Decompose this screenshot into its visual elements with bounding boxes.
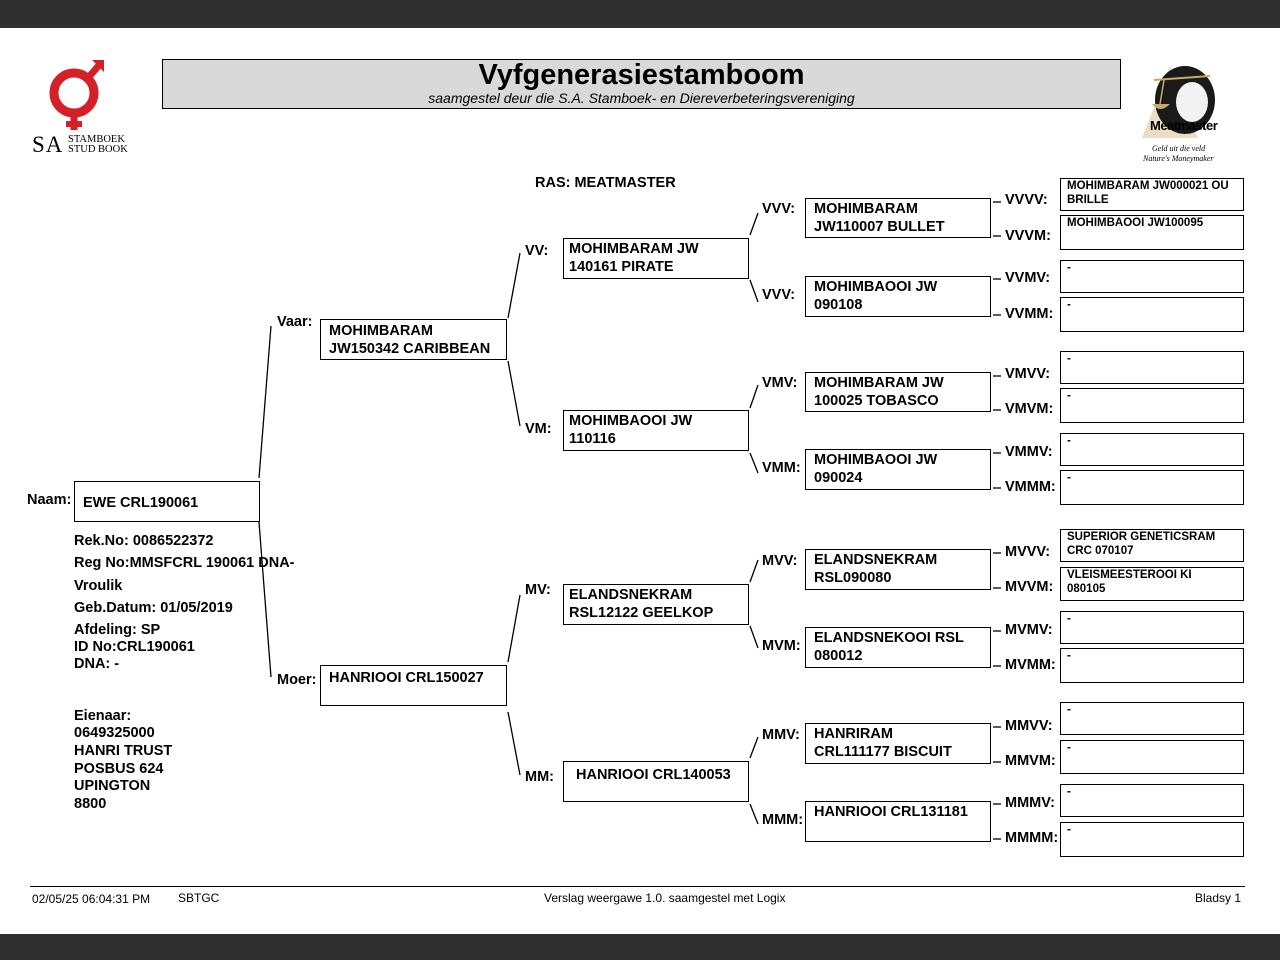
gen4-box: - xyxy=(1060,433,1244,466)
gen3-label: MVM: xyxy=(762,638,801,654)
owner-line: HANRI TRUST xyxy=(74,743,173,759)
gen3-label: VMM: xyxy=(762,460,801,476)
gen4-label: VMMM: xyxy=(1005,479,1056,495)
gen4-label: VVVM: xyxy=(1005,228,1051,244)
gen4-box: - xyxy=(1060,702,1244,735)
dam-box: HANRIOOI CRL150027 xyxy=(320,665,507,706)
animal-afdeling: Afdeling: SP xyxy=(74,622,161,638)
gen4-label: MMVM: xyxy=(1005,753,1056,769)
gen2-label: VM: xyxy=(525,421,552,437)
bottom-viewer-bar xyxy=(0,934,1280,960)
gen4-label: VVMM: xyxy=(1005,306,1054,322)
gen4-box: MOHIMBAOOI JW100095 xyxy=(1060,215,1244,250)
report-subtitle: saamgestel deur die S.A. Stamboek- en Di… xyxy=(428,90,855,106)
gen4-box: - xyxy=(1060,351,1244,384)
meatmaster-emblem-icon xyxy=(1142,66,1215,138)
footer-report-version: Verslag weergawe 1.0. saamgestel met Log… xyxy=(544,891,786,905)
footer-rule xyxy=(30,886,1245,887)
gen4-label: VMVV: xyxy=(1005,366,1051,382)
owner-label: Eienaar: xyxy=(74,708,132,724)
naam-label: Naam: xyxy=(27,492,72,508)
gen3-label: VMV: xyxy=(762,375,798,391)
gen4-label: MVVM: xyxy=(1005,579,1054,595)
animal-birth-date: Geb.Datum: 01/05/2019 xyxy=(74,600,233,616)
gen3-label: MVV: xyxy=(762,553,798,569)
gen4-label: VMMV: xyxy=(1005,444,1053,460)
gen4-box: - xyxy=(1060,611,1244,644)
gen4-box: - xyxy=(1060,260,1244,293)
owner-line: 8800 xyxy=(74,796,107,812)
gen3-label: MMM: xyxy=(762,812,804,828)
owner-line: 0649325000 xyxy=(74,725,155,741)
report-title: Vyfgenerasiestamboom xyxy=(478,59,805,91)
gen4-box: - xyxy=(1060,470,1244,505)
gen2-label: MM: xyxy=(525,769,554,785)
gen4-box: - xyxy=(1060,740,1244,774)
animal-name: EWE CRL190061 xyxy=(83,495,199,511)
vaar-label: Vaar: xyxy=(277,314,313,330)
gen4-label: MMMM: xyxy=(1005,830,1059,846)
animal-name-box: EWE CRL190061 xyxy=(74,481,260,522)
footer-code: SBTGC xyxy=(178,891,220,905)
gen4-box: - xyxy=(1060,388,1244,423)
gen3-label: VVV: xyxy=(762,201,796,217)
gen4-box: - xyxy=(1060,784,1244,817)
owner-line: POSBUS 624 xyxy=(74,761,164,777)
report-title-box: Vyfgenerasiestamboom saamgestel deur die… xyxy=(162,59,1121,109)
top-viewer-bar xyxy=(0,0,1280,28)
gen4-box: - xyxy=(1060,822,1244,857)
meatmaster-logo: Meatmaster Geld uit die veld Nature's Mo… xyxy=(1140,60,1220,168)
gen4-box: - xyxy=(1060,648,1244,683)
owner-line: UPINGTON xyxy=(74,778,151,794)
animal-dna: DNA: - xyxy=(74,656,120,672)
gen4-label: VVVV: xyxy=(1005,192,1048,208)
gen4-label: MVMV: xyxy=(1005,622,1053,638)
meatmaster-tagline-2: Nature's Moneymaker xyxy=(1143,154,1214,163)
sa-stamboek-logo xyxy=(30,58,140,158)
gen4-label: MMVV: xyxy=(1005,718,1053,734)
moer-label: Moer: xyxy=(277,672,317,688)
gen4-label: MVVV: xyxy=(1005,544,1051,560)
sa-logo-words: STAMBOEK STUD BOOK xyxy=(68,134,128,155)
meatmaster-tagline-1: Geld uit die veld xyxy=(1152,144,1206,153)
gen2-label: MV: xyxy=(525,582,551,598)
meatmaster-wordmark: Meatmaster xyxy=(1150,118,1218,133)
sa-logo-letters: SA xyxy=(32,132,64,157)
animal-rek-no: Rek.No: 0086522372 xyxy=(74,533,214,549)
animal-sex: Vroulik xyxy=(74,578,123,594)
gen3-label: MMV: xyxy=(762,727,800,743)
gen4-label: MMMV: xyxy=(1005,795,1055,811)
footer-datetime: 02/05/25 06:04:31 PM xyxy=(32,892,151,906)
gen2-box: HANRIOOI CRL140053 xyxy=(563,761,749,802)
gen4-label: MVMM: xyxy=(1005,657,1056,673)
gen3-box: HANRIOOI CRL131181 xyxy=(805,801,991,842)
animal-id-no: ID No:CRL190061 xyxy=(74,639,195,655)
gen4-label: VMVM: xyxy=(1005,401,1054,417)
gen2-label: VV: xyxy=(525,243,549,259)
footer-page-number: Bladsy 1 xyxy=(1195,891,1242,905)
breed-label: RAS: MEATMASTER xyxy=(535,175,676,191)
sa-logo-symbol-icon xyxy=(49,60,104,130)
gen3-label: VVV: xyxy=(762,287,796,303)
animal-reg-no: Reg No:MMSFCRL 190061 DNA- xyxy=(74,555,295,571)
gen4-label: VVMV: xyxy=(1005,270,1051,286)
gen4-box: - xyxy=(1060,297,1244,332)
